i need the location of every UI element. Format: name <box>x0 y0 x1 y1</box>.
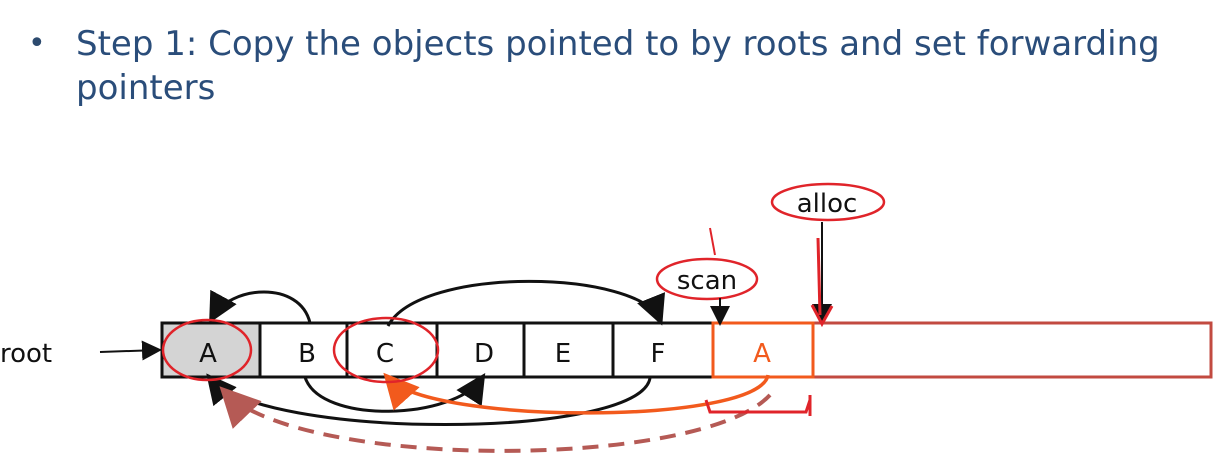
from-cell-e-label: E <box>555 339 571 369</box>
from-cell-a-label: A <box>199 339 217 369</box>
bullet-marker: • <box>28 26 46 61</box>
root-pointer-arrow <box>99 340 162 361</box>
forwarding-pointer-dashed <box>219 386 772 453</box>
from-cell-d-label: D <box>474 339 494 369</box>
from-cell-b-box <box>258 321 349 379</box>
annotation-circle-c <box>332 316 440 384</box>
pointer-b-to-a <box>209 289 312 324</box>
to-space: A <box>711 321 1213 379</box>
pointer-b-to-d <box>303 372 486 413</box>
from-cell-e-box <box>522 321 615 379</box>
scan-annotation-circle <box>655 257 759 301</box>
annotation-bracket <box>704 399 812 414</box>
from-space: A B C D E F <box>160 321 715 379</box>
scan-label: scan <box>677 266 737 296</box>
alloc-annotation-arrow <box>810 237 834 328</box>
annotation-circle-a <box>161 318 253 382</box>
pointer-c-to-f <box>386 279 665 327</box>
root-label: root <box>0 339 52 369</box>
from-cell-c-label: C <box>376 339 394 369</box>
alloc-annotation-circle <box>770 182 886 222</box>
copied-a-pointer-to-c <box>383 372 770 415</box>
to-space-free-region <box>811 321 1213 379</box>
pointer-f-to-a <box>206 373 652 426</box>
from-cell-f-box <box>611 321 715 379</box>
from-cell-b-label: B <box>298 339 316 369</box>
to-cell-a-label: A <box>753 339 771 369</box>
to-cell-a-box <box>711 321 815 379</box>
scan-annotation-tick <box>709 227 716 256</box>
alloc-label: alloc <box>797 189 858 219</box>
from-cell-c-box <box>345 321 439 379</box>
slide-step-text: Step 1: Copy the objects pointed to by r… <box>76 24 1160 108</box>
from-cell-f-label: F <box>651 339 666 369</box>
